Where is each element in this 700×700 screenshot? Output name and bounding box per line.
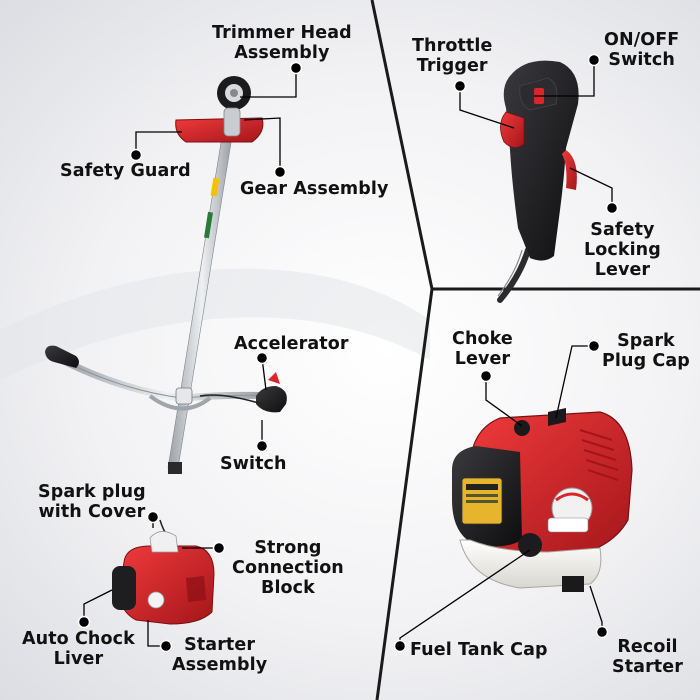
leader-dots — [77, 53, 619, 653]
shaft-clamp — [168, 462, 182, 474]
brand-plate — [547, 517, 589, 533]
divider-lower — [375, 288, 434, 700]
label-starter-assembly: Starter Assembly — [172, 635, 268, 675]
label-switch: Switch — [220, 454, 287, 474]
connection-block — [149, 531, 179, 553]
starter-handle — [562, 576, 584, 592]
choke-lever-part — [514, 420, 530, 436]
right-grip — [256, 386, 287, 413]
engine-closeup — [452, 408, 633, 592]
label-recoil-starter: Recoil Starter — [612, 637, 683, 677]
label-trimmer-head-assembly: Trimmer Head Assembly — [212, 23, 352, 63]
panel-dividers — [370, 0, 700, 700]
throttle-trigger-part — [500, 111, 525, 148]
label-throttle-trigger: Throttle Trigger — [412, 36, 493, 76]
fuel-tank-cap-part — [518, 533, 542, 557]
spark-plug-cap-part — [548, 408, 566, 426]
label-accelerator: Accelerator — [234, 334, 349, 354]
label-fuel-tank-cap: Fuel Tank Cap — [410, 640, 548, 660]
handle-clamp — [175, 387, 193, 405]
left-grip — [45, 345, 79, 368]
throttle-tab — [268, 372, 280, 384]
background-swoosh — [0, 268, 430, 380]
label-spark-plug-cap: Spark Plug Cap — [602, 331, 690, 371]
handle-bar — [54, 354, 280, 402]
engine-unit — [112, 531, 215, 625]
handle-body — [503, 60, 579, 261]
throttle-cable — [497, 247, 531, 303]
safety-guard — [175, 117, 264, 143]
safety-locking-lever-part — [562, 150, 577, 190]
divider-upper — [370, 0, 434, 290]
brush-cutter-full-view — [45, 76, 287, 625]
label-choke-lever: Choke Lever — [452, 329, 513, 369]
label-auto-chock-liver: Auto Chock Liver — [22, 629, 135, 669]
label-safety-guard: Safety Guard — [60, 161, 191, 181]
starter-housing — [147, 591, 165, 609]
label-safety-locking-lever: Safety Locking Lever — [584, 220, 661, 280]
label-spark-plug-with-cover: Spark plug with Cover — [38, 482, 146, 522]
label-gear-assembly: Gear Assembly — [240, 179, 389, 199]
label-on-off-switch: ON/OFF Switch — [604, 30, 680, 70]
cooling-vents — [579, 429, 619, 481]
throttle-handle-closeup — [497, 60, 579, 303]
gear-housing — [223, 107, 241, 137]
handle-brace — [148, 394, 212, 411]
label-strong-connection-block: Strong Connection Block — [232, 538, 344, 598]
engine-cover-black — [112, 566, 136, 610]
shaft-sticker — [203, 177, 220, 239]
